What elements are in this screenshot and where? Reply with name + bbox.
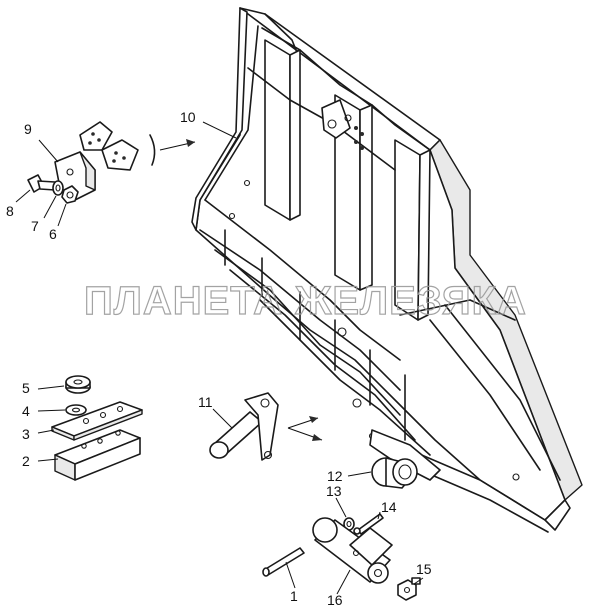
part-15-grease-fitting xyxy=(397,577,421,601)
part-12-bushing xyxy=(371,457,418,489)
part-1-pin xyxy=(262,547,305,577)
small-holes-cluster xyxy=(354,126,364,150)
part-3-plate xyxy=(51,401,143,441)
callout-4: 4 xyxy=(22,403,30,419)
part-6-nut xyxy=(61,185,79,204)
part-10-frame-panel xyxy=(191,7,583,533)
callout-5: 5 xyxy=(22,380,30,396)
part-8-bolt xyxy=(27,174,56,193)
part-14-cotter-pin xyxy=(353,513,384,535)
callout-9: 9 xyxy=(24,121,32,137)
callout-15: 15 xyxy=(416,561,432,577)
part-2-pad xyxy=(54,429,141,481)
callout-6: 6 xyxy=(49,226,57,242)
callout-12: 12 xyxy=(327,468,343,484)
callout-13: 13 xyxy=(326,483,342,499)
callout-2: 2 xyxy=(22,453,30,469)
callout-3: 3 xyxy=(22,426,30,442)
watermark-text: ПЛАНЕТА ЖЕЛЕЗЯКА xyxy=(84,279,527,323)
callout-7: 7 xyxy=(31,218,39,234)
leader-lines xyxy=(15,121,424,595)
assembly-arrows xyxy=(287,416,323,441)
part-9-bracket-assembly xyxy=(54,121,196,201)
callout-16: 16 xyxy=(327,592,343,608)
callout-11: 11 xyxy=(198,394,213,410)
part-7-washer xyxy=(52,180,64,196)
callout-numbers: 10 9 8 7 6 5 4 3 2 11 12 13 14 1 16 15 xyxy=(6,109,432,608)
part-4-washer xyxy=(65,404,87,416)
part-5-nut xyxy=(65,375,91,394)
part-16-shaft xyxy=(312,517,393,584)
callout-14: 14 xyxy=(381,499,397,515)
callout-10: 10 xyxy=(180,109,196,125)
part-11-pin-lever xyxy=(209,392,279,461)
callout-8: 8 xyxy=(6,203,14,219)
callout-1: 1 xyxy=(290,588,298,604)
